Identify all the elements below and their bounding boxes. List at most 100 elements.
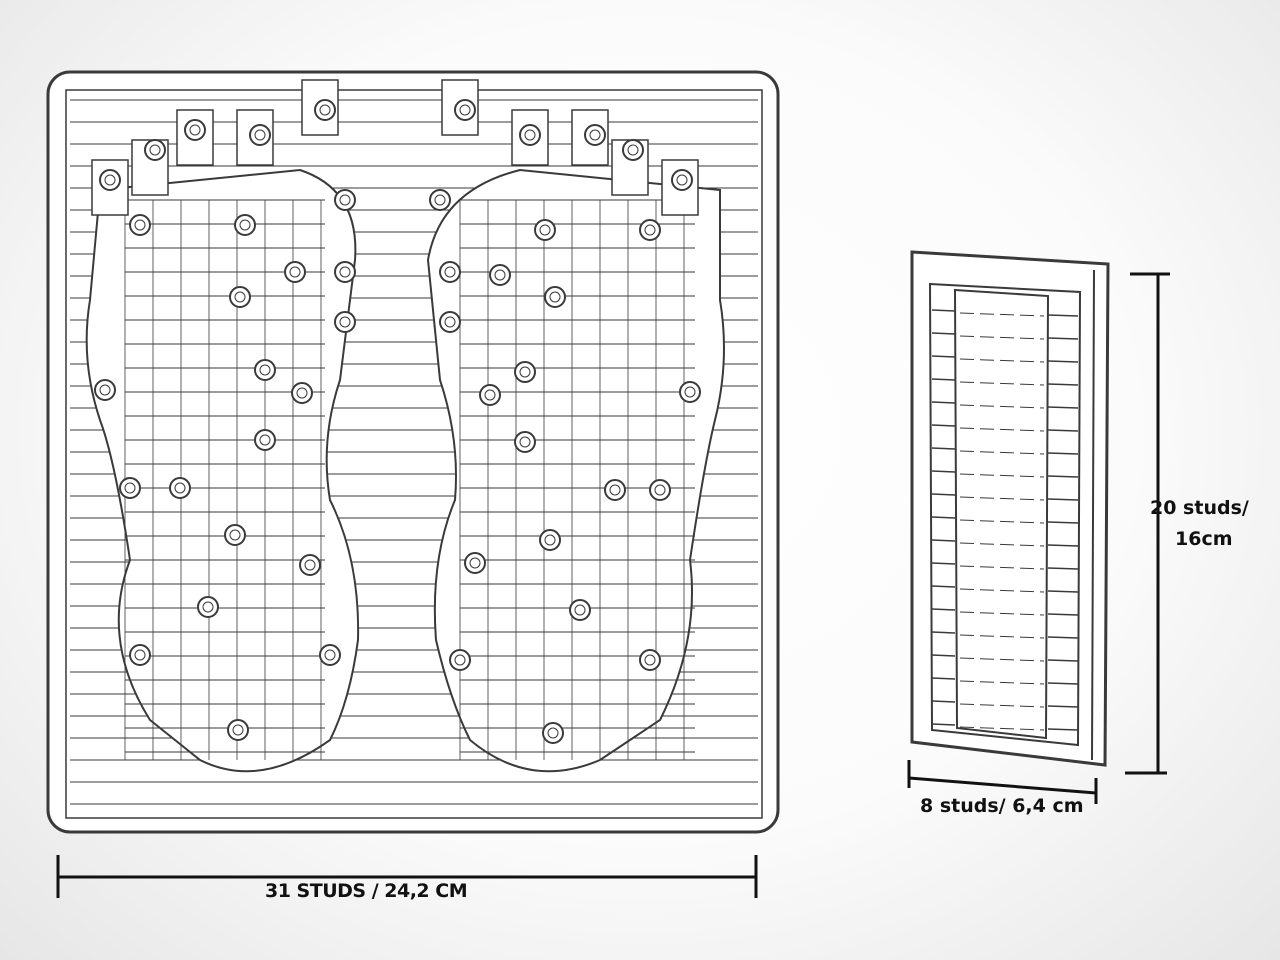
panel-row (931, 608, 956, 611)
panel-rows (931, 309, 1079, 731)
stud-center (296, 387, 308, 399)
stud-center (519, 366, 531, 378)
stud-center (234, 291, 246, 303)
stud-center (627, 144, 639, 156)
base-width-label: 31 STUDS / 24,2 CM (265, 880, 468, 902)
stud-center (494, 269, 506, 281)
panel-row (1047, 682, 1079, 685)
stud-center (644, 224, 656, 236)
stud-center (484, 389, 496, 401)
toe-block (511, 109, 549, 166)
base-plate-inner (65, 89, 763, 819)
panel-row (931, 585, 956, 588)
panel-row (1047, 337, 1079, 340)
stud-center (549, 291, 561, 303)
panel-row (931, 401, 956, 404)
panel-row (931, 332, 956, 335)
stud-center (459, 104, 471, 116)
panel-width-dimension-line (908, 776, 1097, 795)
stud (679, 381, 701, 403)
panel-row (1047, 659, 1079, 662)
stud-center (232, 724, 244, 736)
stud (622, 139, 644, 161)
panel-drawing (910, 250, 1110, 767)
panel-row (1047, 590, 1079, 593)
stud-center (574, 604, 586, 616)
stud-center (589, 129, 601, 141)
stud-center (544, 534, 556, 546)
stud-center (524, 129, 536, 141)
stud-center (189, 124, 201, 136)
stud-center (124, 482, 136, 494)
stud (454, 99, 476, 121)
panel-row (1047, 567, 1079, 570)
stud-center (444, 316, 456, 328)
panel-row (1047, 498, 1079, 501)
stud (584, 124, 606, 146)
panel-row (1047, 406, 1079, 409)
stud-center (444, 266, 456, 278)
stud-center (174, 482, 186, 494)
panel-row (959, 335, 1045, 340)
stud (229, 286, 251, 308)
panel-row (931, 700, 956, 703)
stud (319, 644, 341, 666)
stud-center (339, 316, 351, 328)
panel-row (1047, 521, 1079, 524)
stud-center (644, 654, 656, 666)
studs (94, 99, 701, 744)
panel-row (959, 726, 1045, 731)
stud-center (324, 649, 336, 661)
panel-row (1047, 475, 1079, 478)
panel-row (959, 519, 1045, 524)
stud-center (654, 484, 666, 496)
base-plate-drawing (46, 70, 780, 834)
stud (144, 139, 166, 161)
panel-row (959, 358, 1045, 363)
panel-row (1047, 544, 1079, 547)
panel-width-label: 8 studs/ 6,4 cm (920, 795, 1084, 817)
stud (119, 477, 141, 499)
stud (542, 722, 564, 744)
panel-row (931, 723, 956, 726)
panel-row (931, 424, 956, 427)
stud (129, 214, 151, 236)
stud (514, 361, 536, 383)
stud (479, 384, 501, 406)
panel-row (959, 657, 1045, 662)
panel-height-label-2: 16cm (1175, 528, 1233, 550)
stud-center (304, 559, 316, 571)
panel-row (931, 677, 956, 680)
stud (197, 596, 219, 618)
stud (671, 169, 693, 191)
stud (334, 261, 356, 283)
stud-center (519, 436, 531, 448)
panel-edge (1091, 269, 1095, 761)
stud-center (149, 144, 161, 156)
panel-row (959, 703, 1045, 708)
stud-center (539, 224, 551, 236)
panel-row (959, 680, 1045, 685)
panel-row (1047, 613, 1079, 616)
stud-center (202, 601, 214, 613)
stud (544, 286, 566, 308)
stud (291, 382, 313, 404)
stud-center (99, 384, 111, 396)
stud (464, 552, 486, 574)
panel-row (959, 588, 1045, 593)
stud (314, 99, 336, 121)
stud (439, 311, 461, 333)
panel-row (1047, 383, 1079, 386)
panel-row (959, 381, 1045, 386)
panel-row (931, 631, 956, 634)
panel-row (931, 654, 956, 657)
stud-center (547, 727, 559, 739)
stud-center (609, 484, 621, 496)
panel-center (953, 288, 1050, 740)
panel-row (959, 404, 1045, 409)
stud-center (319, 104, 331, 116)
stud (569, 599, 591, 621)
stud (227, 719, 249, 741)
panel-row (931, 516, 956, 519)
